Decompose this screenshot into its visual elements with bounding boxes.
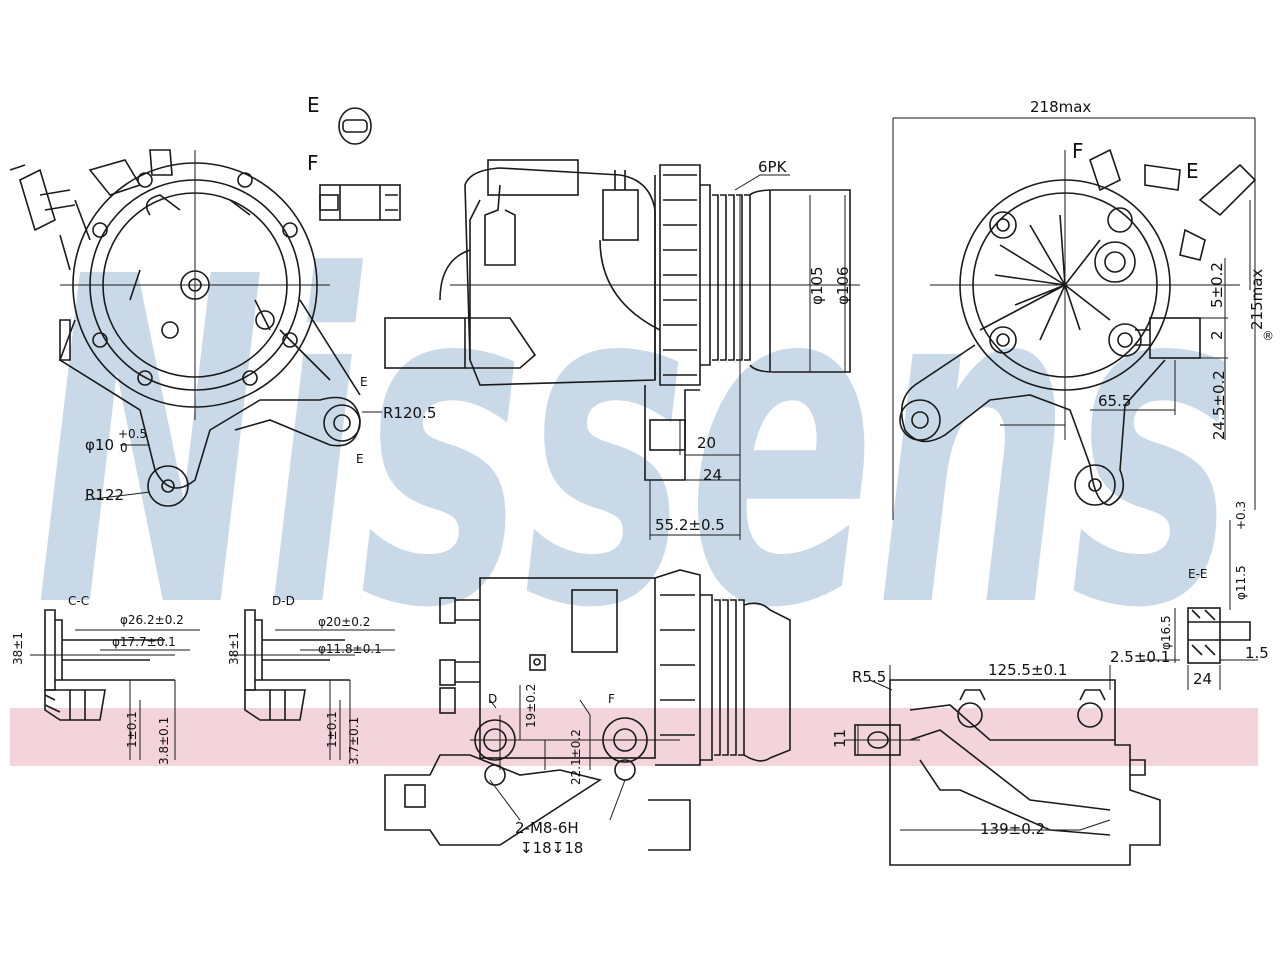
dim-1-c: 1±0.1 bbox=[125, 711, 139, 748]
dim-height-max: 215max bbox=[1248, 269, 1266, 330]
dim-24: 24 bbox=[703, 466, 722, 484]
dim-16-5: φ16.5 bbox=[1159, 615, 1173, 650]
mount-view bbox=[845, 665, 1161, 866]
dim-1-5: 1.5 bbox=[1245, 644, 1269, 662]
dim-38-d: 38±1 bbox=[227, 632, 241, 665]
thread-depth: ↧18↧18 bbox=[520, 839, 583, 857]
dim-dia-outer: φ106 bbox=[834, 266, 852, 305]
dim-125: 125.5±0.1 bbox=[988, 661, 1067, 679]
connector-f-icon bbox=[319, 184, 401, 221]
rear-view bbox=[892, 117, 1257, 520]
dim-24-5: 24.5±0.2 bbox=[1210, 370, 1228, 440]
label-f-bottom: F bbox=[608, 692, 615, 706]
watermark-band bbox=[10, 708, 1258, 766]
dim-19: 19±0.2 bbox=[524, 684, 538, 728]
dim-38-c: 38±1 bbox=[11, 632, 25, 665]
section-d bbox=[230, 609, 395, 760]
label-d-section: D-D bbox=[272, 594, 295, 608]
dim-24-e: 24 bbox=[1193, 670, 1212, 688]
side-view bbox=[384, 159, 860, 540]
dim-3-8: 3.8±0.1 bbox=[157, 717, 171, 765]
front-view: E E bbox=[9, 149, 382, 507]
dim-11: 11 bbox=[831, 729, 849, 748]
dim-3-7: 3.7±0.1 bbox=[347, 717, 361, 765]
dim-11-5: φ11.5 bbox=[1234, 565, 1248, 600]
svg-text:E: E bbox=[360, 375, 368, 389]
dim-bore-tol-upper: +0.5 bbox=[118, 427, 147, 441]
dim-65: 65.5 bbox=[1098, 392, 1131, 410]
connector-e-icon bbox=[338, 107, 372, 145]
dim-55: 55.2±0.5 bbox=[655, 516, 725, 534]
dim-139: 139±0.2 bbox=[980, 820, 1045, 838]
dim-22: 22.1±0.2 bbox=[569, 729, 583, 785]
thread-spec: 2-M8-6H bbox=[515, 819, 579, 837]
dim-2: 2 bbox=[1208, 330, 1226, 340]
dim-11-5-tol: +0.3 bbox=[1234, 501, 1248, 530]
label-e: E bbox=[307, 93, 320, 117]
label-f-rear: F bbox=[1072, 139, 1084, 163]
watermark-logo: Nissens bbox=[35, 183, 1235, 707]
svg-text:E: E bbox=[356, 452, 364, 466]
dim-dia-inner: φ105 bbox=[808, 266, 826, 305]
bottom-view bbox=[384, 569, 791, 851]
dim-20: φ20±0.2 bbox=[318, 615, 370, 629]
dim-5: 5±0.2 bbox=[1208, 262, 1226, 308]
dim-26: φ26.2±0.2 bbox=[120, 613, 184, 627]
dim-20: 20 bbox=[697, 434, 716, 452]
label-f: F bbox=[307, 151, 319, 175]
dim-radius-lower: R122 bbox=[85, 486, 124, 504]
dim-2-5: 2.5±0.1 bbox=[1110, 648, 1170, 666]
dim-belt: 6PK bbox=[758, 158, 788, 176]
label-c-section: C-C bbox=[68, 594, 89, 608]
dim-11-8: φ11.8±0.1 bbox=[318, 642, 382, 656]
dim-radius-main: R120.5 bbox=[383, 404, 436, 422]
dim-bore-tol-lower: 0 bbox=[120, 441, 128, 455]
label-e-section: E-E bbox=[1188, 567, 1208, 581]
registered-mark: ® bbox=[1262, 329, 1274, 343]
dim-17: φ17.7±0.1 bbox=[112, 635, 176, 649]
section-e bbox=[1140, 520, 1258, 690]
label-d-bottom: D bbox=[488, 692, 497, 706]
dim-1-d: 1±0.1 bbox=[325, 711, 339, 748]
section-c bbox=[30, 609, 200, 760]
label-e-rear: E bbox=[1186, 159, 1199, 183]
dim-r5-5: R5.5 bbox=[852, 668, 886, 686]
dim-bore: φ10 bbox=[85, 436, 114, 454]
dim-width-max: 218max bbox=[1030, 98, 1091, 116]
